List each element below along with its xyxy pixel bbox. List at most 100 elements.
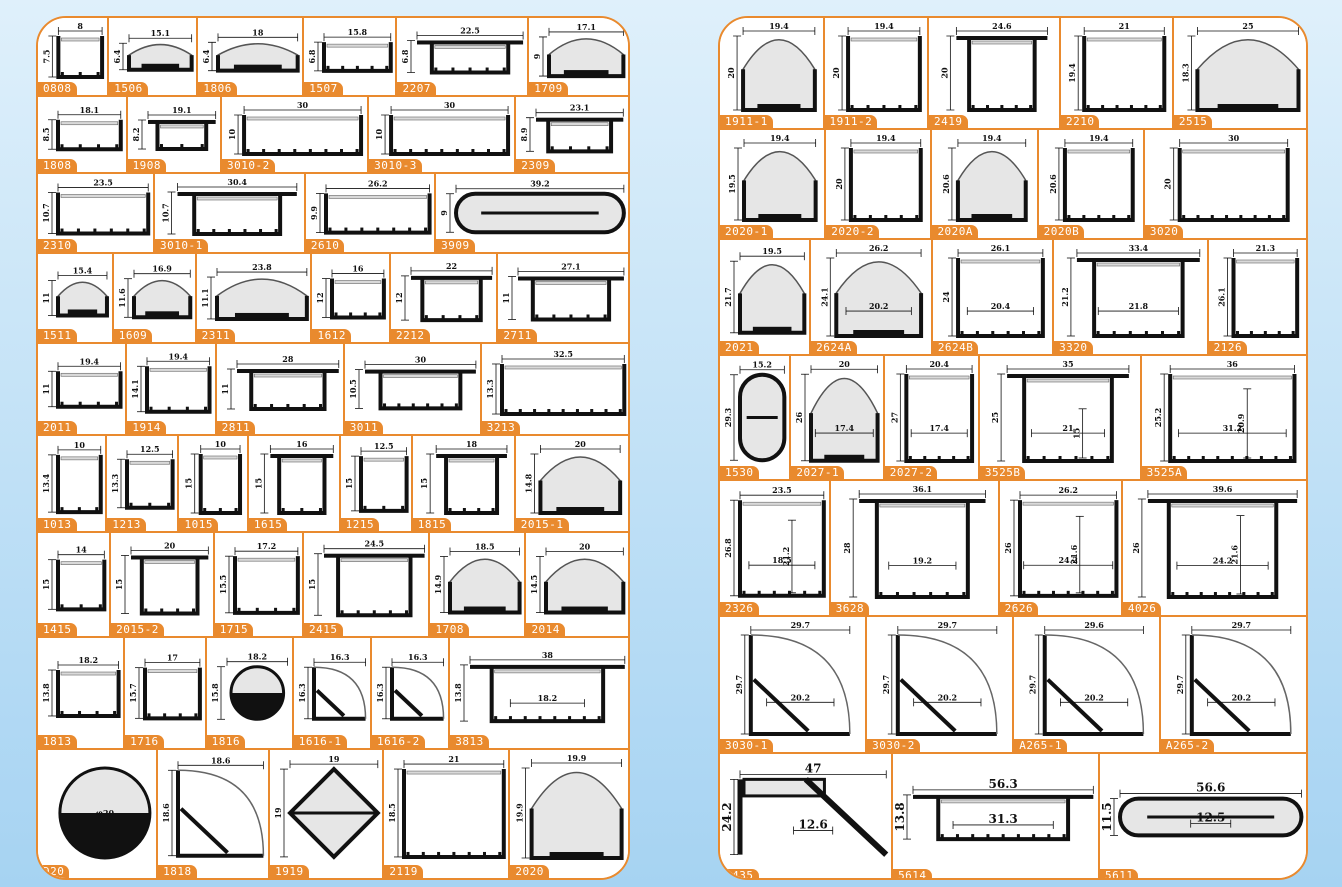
width-dimension: 16.9 (152, 264, 172, 274)
profile-drawing: 18.213.8 (41, 655, 121, 718)
width-dimension: 15.8 (348, 27, 368, 37)
profile-cross-section (176, 769, 265, 858)
profile-code-label: 2015-1 (515, 518, 569, 531)
width-dimension: 26.1 (991, 243, 1010, 253)
inner-width-dimension: 20.2 (1231, 692, 1250, 702)
profile-cross-section (518, 276, 625, 322)
profile-cross-section (544, 558, 626, 615)
profile-cross-section (358, 456, 409, 513)
height-dimension: 29.7 (1028, 675, 1038, 694)
profile-drawing: 186.4 (201, 27, 301, 73)
profile-cross-section (1076, 258, 1200, 338)
profile-code-label: 1530 (720, 466, 759, 479)
height-dimension: 26 (794, 412, 804, 424)
height-dimension: 11.6 (117, 288, 127, 308)
